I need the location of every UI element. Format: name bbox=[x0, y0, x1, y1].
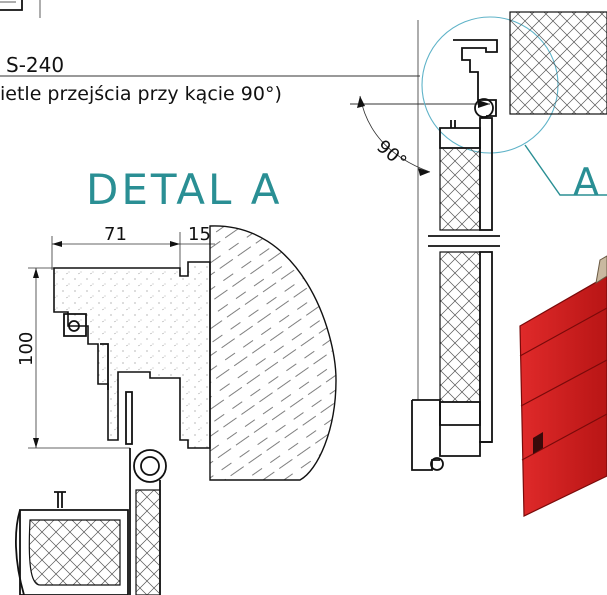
opening-arrow-head bbox=[478, 100, 490, 108]
model-label: S-240 bbox=[6, 53, 64, 77]
dimension-100: 100 bbox=[16, 267, 130, 449]
dim-100-label: 100 bbox=[16, 332, 37, 366]
top-left-frame-fragment bbox=[0, 0, 41, 18]
door-section-profile bbox=[411, 11, 607, 471]
dimension-71: 71 bbox=[51, 224, 181, 270]
detail-a-section bbox=[15, 225, 337, 595]
angle-label: 90° bbox=[372, 136, 410, 173]
angle-indicator: 90° bbox=[357, 95, 431, 176]
detail-marker-label: A bbox=[573, 160, 599, 204]
opening-note: ietle przejścia przy kącie 90°) bbox=[0, 83, 282, 105]
door-leaf-illustration bbox=[519, 255, 607, 517]
detail-title: DETAL A bbox=[86, 165, 283, 214]
dim-15-label: 15 bbox=[188, 224, 211, 245]
dim-71-label: 71 bbox=[104, 224, 127, 245]
